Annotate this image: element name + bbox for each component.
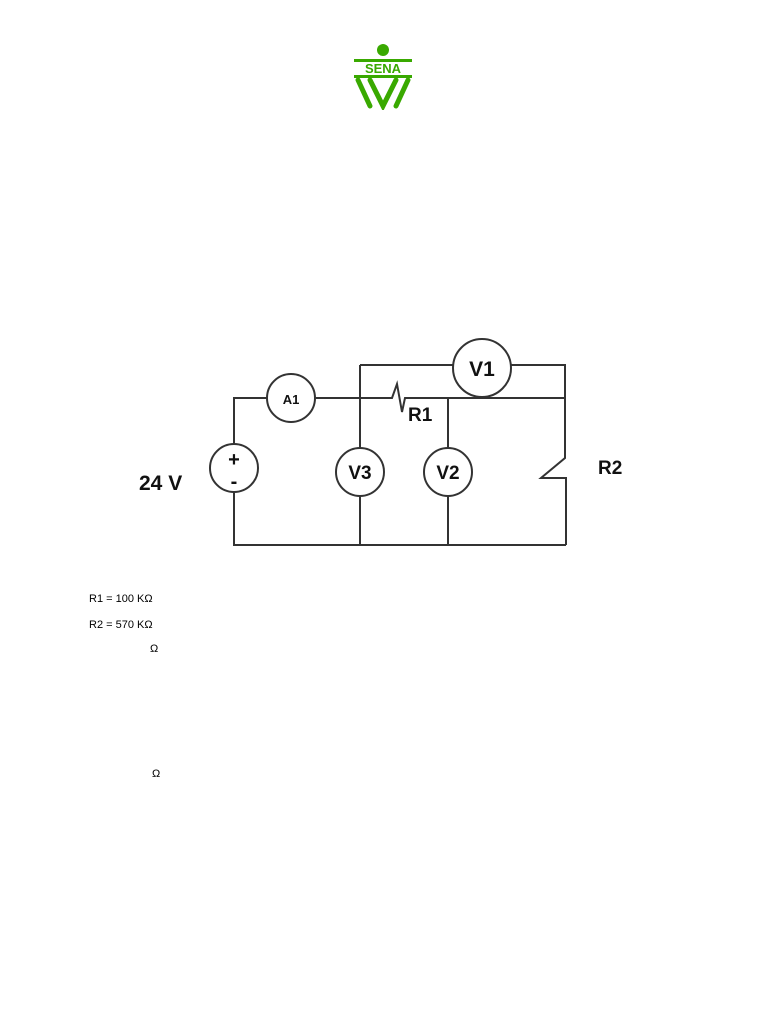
voltmeter-v3-label: V3 [348,463,371,484]
r1-resistor [360,380,448,413]
voltage-source [209,443,259,493]
logo-bar-lower [354,75,412,78]
voltmeter-v1-label: V1 [469,358,495,381]
source-minus: - [231,471,238,493]
logo-figure [355,77,411,110]
sena-logo: SENA [354,44,412,110]
logo-bar [354,59,412,62]
voltmeter-v3 [335,447,385,497]
resistor-r2-label: R2 [598,458,622,479]
r2-resistor [538,398,567,545]
ammeter-a1-label: A1 [283,392,300,407]
logo-head [377,44,389,56]
voltmeter-v1 [452,338,512,398]
wire-left-bottom [233,490,566,546]
logo-text: SENA [365,61,402,76]
wire-left-top [233,397,267,447]
omega-symbol-1: Ω [150,643,159,655]
r1-value: R1 = 100 KΩ [89,593,153,605]
r2-value: R2 = 570 KΩ [89,619,153,631]
ammeter-a1 [266,373,316,423]
wire-v1-loop [360,364,566,398]
omega-symbol-2: Ω [152,768,161,780]
source-plus: + [228,449,240,471]
resistor-r1-label: R1 [408,405,433,426]
voltmeter-v2-label: V2 [436,463,459,484]
voltmeter-v2 [423,447,473,497]
source-voltage-label: 24 V [139,472,182,495]
